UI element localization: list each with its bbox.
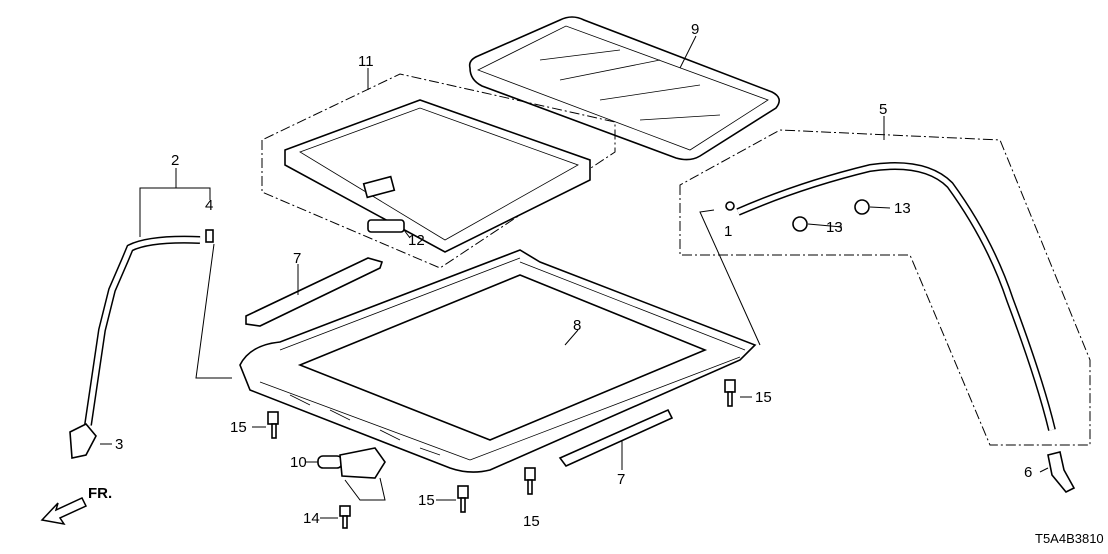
callout-14: 14 (303, 510, 320, 527)
callout-13a: 13 (826, 219, 843, 236)
callout-12: 12 (408, 232, 425, 249)
sunroof-glass (468, 16, 780, 161)
callout-5: 5 (879, 101, 887, 118)
seal-strip-left (245, 257, 384, 327)
callout-13b: 13 (894, 200, 911, 217)
sunshade-assembly (261, 68, 616, 269)
front-drain-tube (69, 168, 214, 459)
callout-4: 4 (205, 197, 213, 214)
callout-15-right: 15 (755, 389, 772, 406)
shade-handle (367, 219, 405, 233)
front-direction-arrow (40, 497, 88, 526)
front-arrow-label: FR. (88, 485, 112, 502)
callout-15-left: 15 (230, 419, 247, 436)
callout-10: 10 (290, 454, 307, 471)
sunroof-motor (317, 447, 386, 501)
callout-15-bottom: 15 (418, 492, 435, 509)
callout-6: 6 (1024, 464, 1032, 481)
callout-7-left: 7 (293, 250, 301, 267)
callout-3: 3 (115, 436, 123, 453)
rear-drain-tube (679, 116, 1091, 494)
callout-8: 8 (573, 317, 581, 334)
seal-strip-right (558, 408, 674, 470)
callout-9: 9 (691, 21, 699, 38)
sunroof-frame (239, 249, 757, 473)
callout-2: 2 (171, 152, 179, 169)
callout-7-right: 7 (617, 471, 625, 488)
diagram-code: T5A4B3810 (1035, 531, 1104, 546)
bolts (267, 379, 736, 529)
callout-15-center: 15 (523, 513, 540, 530)
callout-1: 1 (724, 223, 732, 240)
callout-11: 11 (358, 53, 374, 70)
